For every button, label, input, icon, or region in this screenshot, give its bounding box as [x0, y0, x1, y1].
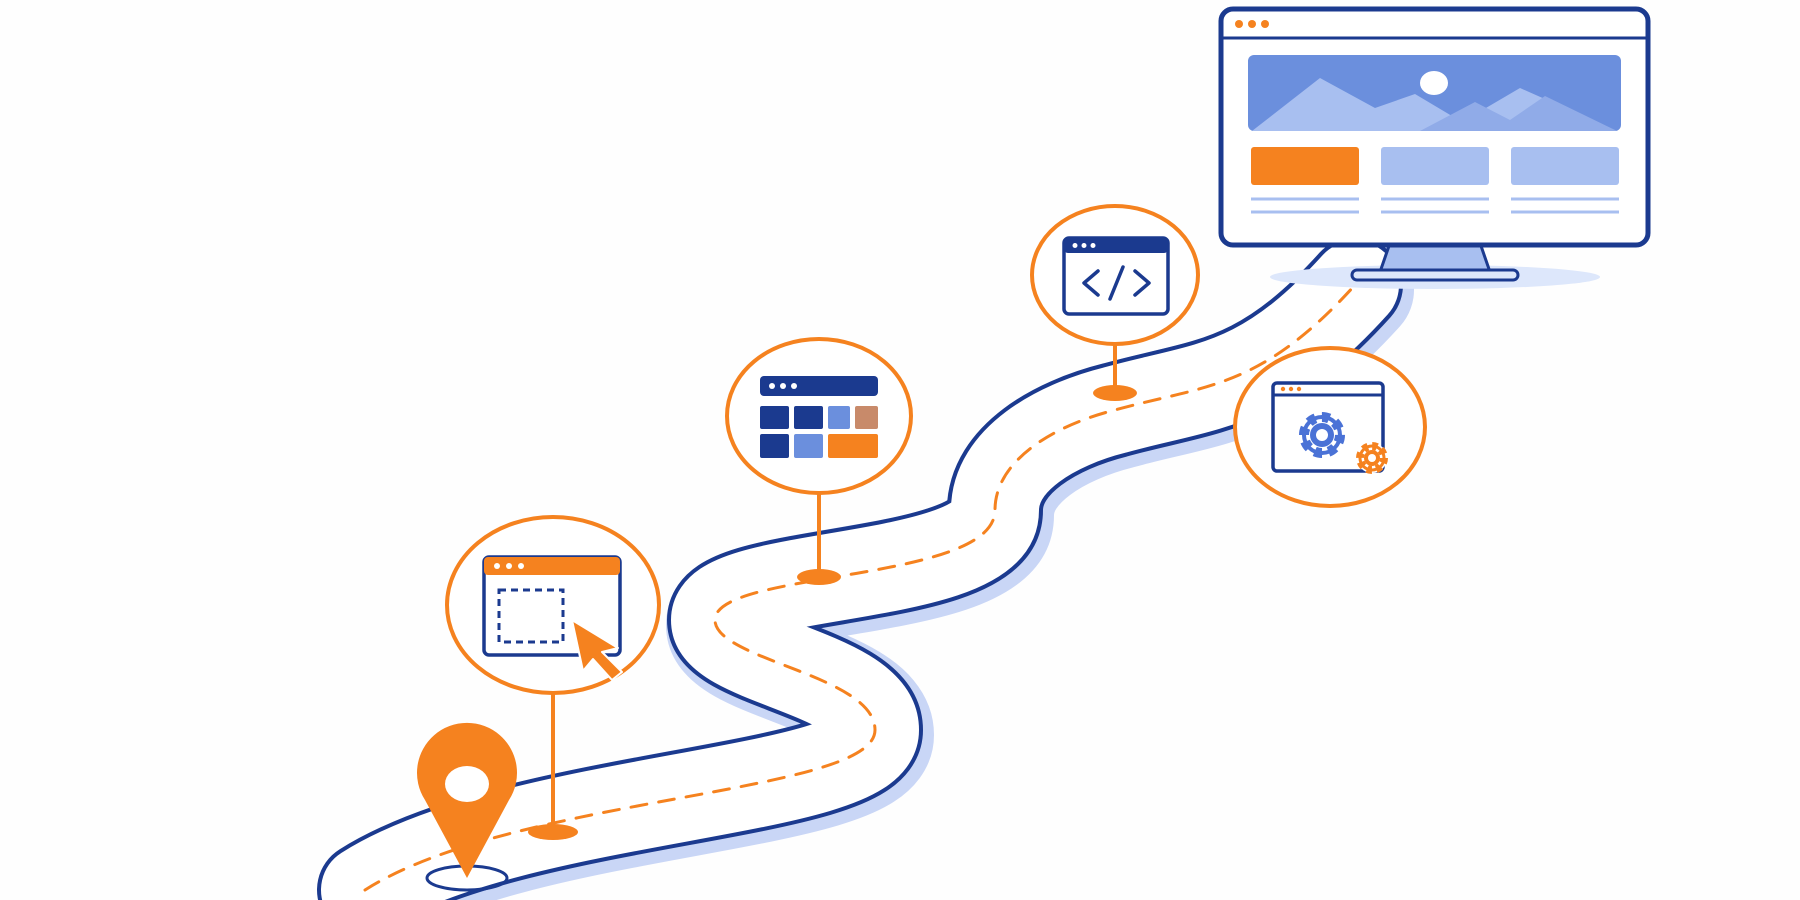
browser-selection-cursor-icon	[482, 555, 623, 681]
milestone-3	[1030, 204, 1200, 401]
desktop-website-icon	[1218, 6, 1651, 282]
settings-gears-icon	[1271, 381, 1388, 474]
milestone-2-marker	[797, 569, 841, 585]
code-window-icon	[1062, 236, 1170, 316]
destination-monitor	[1218, 6, 1651, 289]
monitor-stand-base	[1350, 268, 1520, 282]
milestone-4	[1233, 346, 1427, 508]
milestone-1	[445, 515, 661, 840]
milestone-2	[725, 337, 913, 585]
layout-grid-icon	[760, 376, 878, 458]
start-location-pin	[417, 722, 517, 892]
winding-road	[317, 236, 1414, 900]
website-card-2	[1381, 147, 1489, 185]
location-pin-hole	[445, 766, 489, 802]
website-card-1	[1251, 147, 1359, 185]
road-center-line	[363, 283, 1357, 892]
milestone-3-marker	[1093, 385, 1137, 401]
milestone-1-marker	[528, 824, 578, 840]
website-card-3	[1511, 147, 1619, 185]
